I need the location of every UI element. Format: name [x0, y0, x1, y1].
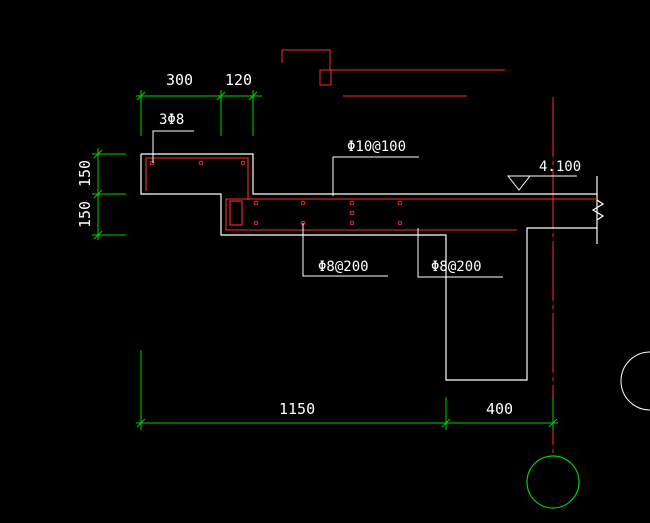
dim-upper-height: 150 [76, 160, 94, 187]
leaders [152, 130, 503, 278]
dimension-lines [92, 90, 558, 430]
elevation-value: 4.100 [539, 159, 581, 175]
dim-bottom-beam: 400 [486, 400, 513, 418]
rebar-labels: 3Φ8 Φ10@100 Φ8@200 Φ8@200 [159, 112, 482, 275]
dim-top-step-width: 120 [225, 71, 252, 89]
dim-lower-height: 150 [76, 201, 94, 228]
top-red-fragments [281, 49, 505, 97]
concrete-outline [140, 153, 605, 381]
upper-rebar [145, 157, 249, 200]
dim-bottom-span: 1150 [279, 400, 315, 418]
rebar-dots [149, 160, 403, 226]
elevation-marker [506, 175, 577, 191]
axis-bubble [526, 455, 580, 509]
partial-circle-edge [620, 351, 650, 411]
dimension-texts: 300 120 150 150 1150 400 [76, 71, 513, 418]
label-stirrup-left: Φ8@200 [318, 259, 369, 275]
label-stirrup-right: Φ8@200 [431, 259, 482, 275]
label-corner-bars: 3Φ8 [159, 112, 184, 128]
dim-top-left-width: 300 [166, 71, 193, 89]
label-slab-main: Φ10@100 [347, 139, 406, 155]
rebars [145, 157, 597, 231]
